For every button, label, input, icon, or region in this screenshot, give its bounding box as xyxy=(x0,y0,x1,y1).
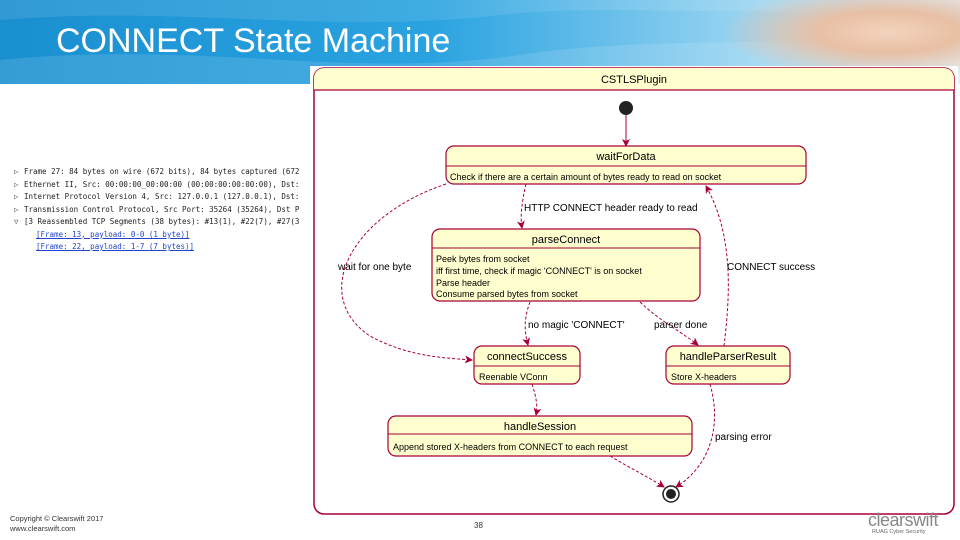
state-action: Reenable VConn xyxy=(479,372,548,382)
slide-title: CONNECT State Machine xyxy=(56,22,451,60)
state-action: Check if there are a certain amount of b… xyxy=(450,172,722,182)
final-state xyxy=(662,485,680,503)
state-name: handleParserResult xyxy=(680,351,777,363)
logo-tagline: RUAG Cyber Security xyxy=(872,529,926,535)
state-name: waitForData xyxy=(595,151,656,163)
state-parseconnect: parseConnect Peek bytes from socket iff … xyxy=(431,228,701,302)
transition-arrow xyxy=(609,455,665,488)
clearswift-logo: clearswift xyxy=(868,510,939,530)
expand-triangle-icon: ▷ xyxy=(14,192,19,201)
state-action: Parse header xyxy=(436,278,490,288)
page-number: 38 xyxy=(474,521,483,530)
expand-triangle-icon: ▷ xyxy=(14,167,19,176)
transition-label: no magic 'CONNECT' xyxy=(528,320,625,331)
transition-arrow xyxy=(639,301,699,346)
state-action: Consume parsed bytes from socket xyxy=(436,289,578,299)
state-action: Append stored X-headers from CONNECT to … xyxy=(393,442,628,452)
transition-label: parsing error xyxy=(715,432,772,443)
footer-copyright: Copyright © Clearswift 2017 www.clearswi… xyxy=(10,514,104,533)
initial-state xyxy=(619,101,633,115)
transition-arrow xyxy=(522,301,531,346)
transition-arrow xyxy=(341,183,473,364)
packet-row: ▷Frame 27: 84 bytes on wire (672 bits), … xyxy=(14,166,314,179)
state-diagram-svg: CSTLSPlugin waitForData Check if there a… xyxy=(313,67,955,515)
frame-link: [Frame: 13, payload: 0-0 (1 byte)] xyxy=(36,229,190,239)
state-name: parseConnect xyxy=(532,234,601,246)
packet-row: ▽[3 Reassembled TCP Segments (38 bytes):… xyxy=(14,216,314,229)
packet-row: ▷Transmission Control Protocol, Src Port… xyxy=(14,204,314,217)
state-name: handleSession xyxy=(504,421,576,433)
state-waitfordata: waitForData Check if there are a certain… xyxy=(445,145,807,185)
transition-label: wait for one byte xyxy=(337,262,412,273)
collapse-triangle-icon: ▽ xyxy=(14,217,19,226)
state-action: Peek bytes from socket xyxy=(436,254,530,264)
state-action: iff first time, check if magic 'CONNECT'… xyxy=(436,266,642,276)
state-connectsuccess: connectSuccess Reenable VConn xyxy=(473,345,581,385)
state-action: Store X-headers xyxy=(671,372,737,382)
transition-label: CONNECT success xyxy=(727,262,815,273)
transition-label: parser done xyxy=(654,320,708,331)
transition-arrow xyxy=(516,183,527,229)
expand-triangle-icon: ▷ xyxy=(14,179,19,189)
state-handleparserresult: handleParserResult Store X-headers xyxy=(665,345,791,385)
packet-row: ▷Internet Protocol Version 4, Src: 127.0… xyxy=(14,191,314,204)
state-name: connectSuccess xyxy=(487,351,568,363)
container-title: CSTLSPlugin xyxy=(601,74,667,86)
packet-row: ▷Ethernet II, Src: 00:00:00_00:00:00 (00… xyxy=(14,179,314,192)
packet-capture-panel: ▷Frame 27: 84 bytes on wire (672 bits), … xyxy=(14,166,314,254)
transition-arrow xyxy=(531,383,542,416)
transition-arrow xyxy=(675,383,716,488)
frame-link: [Frame: 22, payload: 1-7 (7 bytes)] xyxy=(36,242,195,251)
transition-arrow xyxy=(705,185,729,347)
state-handlesession: handleSession Append stored X-headers fr… xyxy=(387,415,693,457)
expand-triangle-icon: ▷ xyxy=(14,204,19,214)
state-diagram: CSTLSPlugin waitForData Check if there a… xyxy=(310,66,958,518)
transition-label: HTTP CONNECT header ready to read xyxy=(524,203,698,214)
